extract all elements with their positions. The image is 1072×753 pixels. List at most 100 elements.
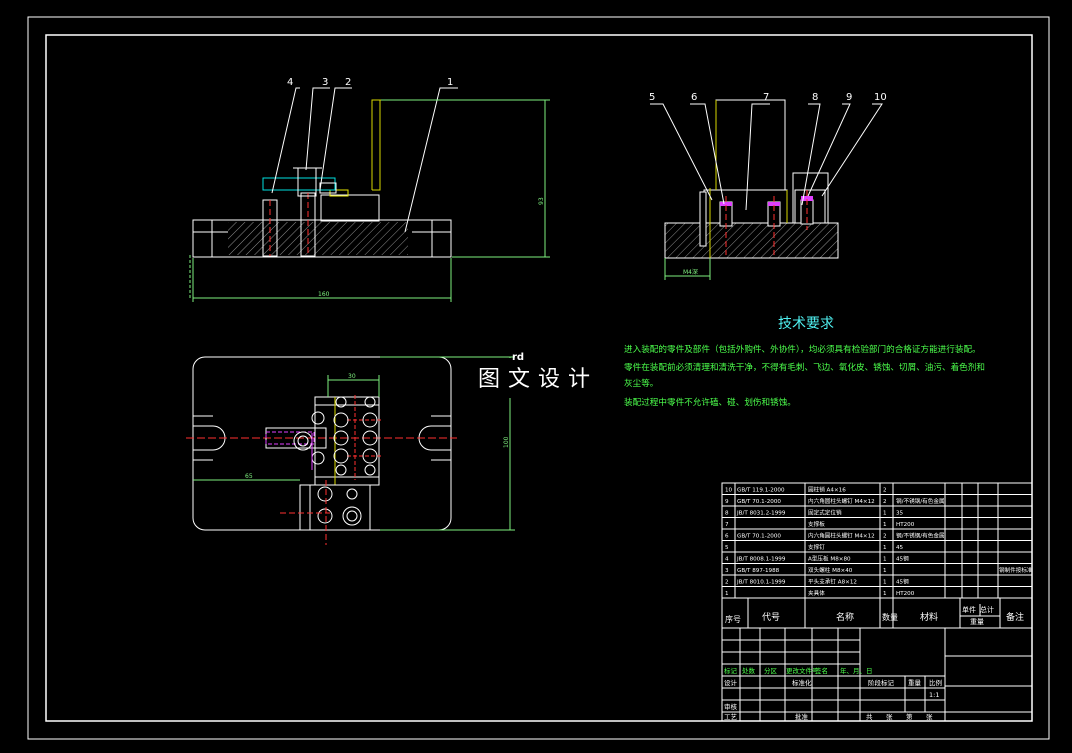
part-number: 8 bbox=[812, 92, 818, 103]
title-block-label: 阶段标记 bbox=[868, 678, 895, 687]
bom-cell-name: 内六角圆柱头螺钉 M4×12 bbox=[808, 532, 875, 540]
bom-cell-name: 双头螺柱 M8×40 bbox=[808, 566, 853, 574]
watermark-logo: rd bbox=[512, 352, 524, 363]
tech-requirement-line: 装配过程中零件不允许磕、碰、划伤和锈蚀。 bbox=[624, 396, 796, 408]
tech-requirement-line: 进入装配的零件及部件（包括外购件、外协件），均必须具有检验部门的合格证方能进行装… bbox=[624, 343, 981, 355]
side-part-numbers: 5 6 7 8 9 10 bbox=[649, 92, 887, 103]
part-number: 4 bbox=[287, 77, 293, 88]
bom-header-weight: 重量 bbox=[970, 618, 984, 626]
tech-requirement-line: 灰尘等。 bbox=[624, 377, 658, 389]
title-block-value: 1:1 bbox=[929, 691, 939, 699]
bom-cell-qty: 1 bbox=[883, 522, 887, 528]
part-number: 9 bbox=[846, 92, 852, 103]
front-view: 4 3 2 1 160 93 bbox=[189, 77, 550, 302]
side-view: 5 6 7 8 9 10 M4深 bbox=[649, 92, 887, 280]
title-block-label: 张 bbox=[886, 712, 893, 721]
support-block bbox=[320, 194, 380, 222]
bom-cell-name: 内六角圆柱头螺钉 M4×12 bbox=[808, 497, 875, 505]
bom-header-code: 代号 bbox=[762, 612, 780, 623]
bom-cell-material: 钢/不锈钢/有色金属 bbox=[896, 497, 945, 505]
title-block-label: 批准 bbox=[795, 712, 809, 721]
bom-cell-code: GB/T 897-1988 bbox=[737, 568, 780, 574]
part-number: 1 bbox=[447, 77, 453, 88]
bom-cell-no: 10 bbox=[725, 488, 733, 494]
bom-cell-material: HT200 bbox=[896, 591, 915, 597]
support-plate bbox=[715, 99, 786, 191]
bom-cell-qty: 1 bbox=[883, 511, 887, 517]
title-block-label: 比例 bbox=[929, 678, 942, 687]
part-number: 2 bbox=[345, 77, 351, 88]
title-block-label: 签名 bbox=[815, 666, 828, 675]
watermark: rd 图文设计 bbox=[469, 352, 609, 398]
top-dimensions bbox=[193, 356, 515, 531]
title-block-label: 第 bbox=[906, 712, 913, 721]
bom-cell-no: 4 bbox=[725, 557, 729, 563]
dimension-text: 100 bbox=[503, 436, 510, 448]
bom-cell-no: 5 bbox=[725, 545, 729, 551]
title-block-label: 设计 bbox=[724, 678, 738, 687]
bom-cell-qty: 1 bbox=[883, 580, 887, 586]
top-body bbox=[192, 356, 452, 531]
part-number: 10 bbox=[874, 92, 887, 103]
tech-requirement-line: 零件在装配前必须清理和清洗干净，不得有毛刺、飞边、氧化皮、锈蚀、切屑、油污、着色… bbox=[624, 361, 985, 373]
tech-requirements: 技术要求 进入装配的零件及部件（包括外购件、外协件），均必须具有检验部门的合格证… bbox=[624, 316, 985, 408]
dimension-text: 65 bbox=[245, 473, 253, 480]
bom-cell-no: 1 bbox=[725, 591, 729, 597]
bom-cell-no: 9 bbox=[725, 499, 729, 505]
bom-cell-material: 45钢 bbox=[896, 555, 909, 563]
title-block-label: 审核 bbox=[724, 702, 738, 711]
bom-cell-name: 固定式定位销 bbox=[808, 509, 842, 517]
title-block-label: 张 bbox=[926, 712, 933, 721]
part-number: 6 bbox=[691, 92, 697, 103]
dimension-text: M4深 bbox=[683, 268, 698, 276]
bom-cell-qty: 2 bbox=[883, 499, 887, 505]
part-number: 7 bbox=[763, 92, 769, 103]
bom-cell-qty: 1 bbox=[883, 591, 887, 597]
bom-cell-material: HT200 bbox=[896, 522, 915, 528]
side-leaders bbox=[650, 103, 883, 211]
bom-cell-material: 45 bbox=[896, 545, 904, 551]
bom-header-total: 总计 bbox=[980, 605, 994, 614]
bom-cell-name: 支撑钉 bbox=[808, 543, 825, 551]
bom-cell-no: 7 bbox=[725, 522, 729, 528]
tech-requirements-title: 技术要求 bbox=[778, 316, 834, 332]
front-leaders bbox=[271, 87, 458, 233]
bom-cell-name: A型压板 M8×80 bbox=[808, 555, 851, 563]
bom-cell-name: 夹具体 bbox=[808, 589, 825, 597]
clamp-plate bbox=[262, 177, 336, 191]
fixture-body bbox=[192, 219, 452, 258]
watermark-text: 图文设计 bbox=[478, 367, 598, 392]
title-block-label: 更改文件号 bbox=[786, 666, 819, 675]
bom-cell-code: GB/T 70.1-2000 bbox=[737, 534, 781, 540]
bom-cell-name: 支撑板 bbox=[808, 520, 825, 528]
bom-cell-material: 45钢 bbox=[896, 578, 909, 586]
dimension-text: 93 bbox=[538, 197, 545, 205]
title-block-label: 标记 bbox=[724, 666, 738, 675]
bom-cell-code: GB/T 70.1-2000 bbox=[737, 499, 781, 505]
fixture-body-hatch bbox=[228, 222, 408, 255]
title-block-label: 处数 bbox=[742, 666, 756, 675]
bom-header-material: 材料 bbox=[920, 611, 938, 623]
bom-cell-qty: 2 bbox=[883, 534, 887, 540]
bom-header-name: 名称 bbox=[836, 611, 854, 623]
title-block-label: 工艺 bbox=[724, 713, 738, 721]
part-number: 5 bbox=[649, 92, 655, 103]
bom-cell-code: GB/T 119.1-2000 bbox=[737, 488, 785, 494]
part-number: 3 bbox=[322, 77, 328, 88]
title-block-label: 年、月、日 bbox=[840, 666, 873, 675]
bom-cell-code: JB/T 8010.1-1999 bbox=[736, 580, 786, 586]
bom-cell-no: 2 bbox=[725, 580, 729, 586]
bom-cell-material: 35 bbox=[896, 511, 904, 517]
bom-cell-name: 平头支承钉 A8×12 bbox=[808, 578, 857, 586]
top-holes bbox=[293, 396, 378, 526]
top-view: 30 65 100 bbox=[186, 356, 515, 545]
side-body bbox=[664, 222, 839, 259]
bom-header-no: 序号 bbox=[725, 614, 741, 624]
side-dimensions bbox=[664, 258, 711, 280]
dimension-text: 30 bbox=[348, 373, 356, 380]
bom-cell-qty: 1 bbox=[883, 568, 887, 574]
dimension-text: 160 bbox=[318, 291, 330, 298]
title-block: 标记 处数 分区 更改文件号 签名 年、月、日 设计 标准化 阶段标记 重量 比… bbox=[721, 627, 1033, 722]
